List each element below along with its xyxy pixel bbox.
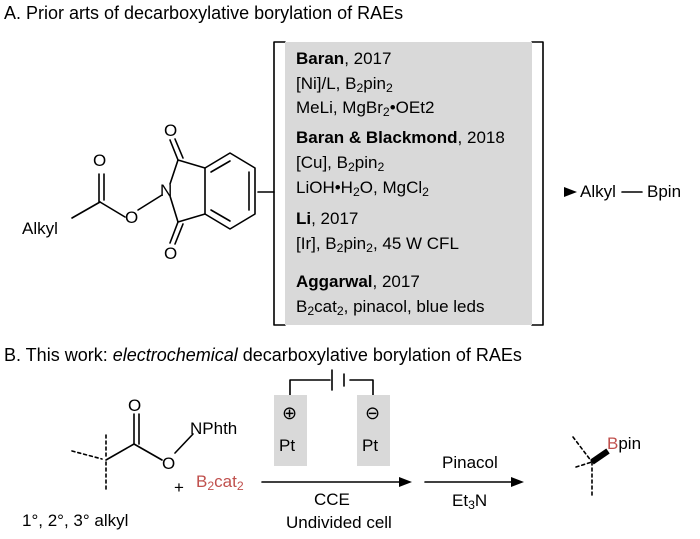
arrowhead-b2 [511,477,524,487]
bond-bottom-ring [177,213,206,223]
bond-oxygen-nitrogen [137,194,163,211]
benzo-double-3 [210,209,231,222]
entry-li-line1: [Ir], B2pin2, 45 W CFL [296,234,459,256]
benzo-ring [204,152,256,230]
bond-o-n [174,433,194,454]
entry-author: Baran [296,49,345,68]
bond-ester-o [133,443,163,461]
entry-baran-blackmond-line1: [Cu], B2pin2 [296,153,385,175]
nphth-label: NPhth [190,419,238,438]
bond-top-ring [177,159,206,169]
arrowhead-b1 [399,477,412,487]
product-alkyl-label: Alkyl [580,182,616,201]
bond-carbonyl-oxygen [99,201,126,218]
anode-pt-label: Pt [279,436,296,455]
bond-quat-carbonyl [105,443,135,461]
anode-box [274,395,307,466]
entry-year: , 2017 [344,49,392,68]
bond-imide-bottom-co-2 [174,223,184,245]
ester-o-label: O [125,208,139,227]
product-b-dash-1 [572,436,593,463]
cond-undivided-cell: Undivided cell [286,513,392,532]
wire-left [289,379,331,396]
conditions-panel [285,42,532,325]
entry-li-header: Li, 2017 [296,209,359,228]
plus-sign: + [174,478,184,497]
wire-right [349,379,374,396]
bond-imide-top-co-2 [174,138,184,159]
product-bpin-label: Bpin [647,182,682,201]
product-b-bpin: Bpin [607,434,642,453]
tbu-dash-1 [71,450,103,460]
step2-et3n: Et3N [452,491,488,513]
section-a-heading: A. Prior arts of decarboxylative borylat… [4,3,404,23]
cond-cce: CCE [314,490,350,509]
anode-plus-icon: ⊕ [282,403,298,423]
cathode-pt-label: Pt [362,436,379,455]
cathode-box [357,395,390,466]
b2cat2-reagent: B2cat2 [196,472,244,494]
entry-baran-blackmond-header: Baran & Blackmond, 2018 [296,128,505,147]
benzo-double-1 [210,160,231,173]
bracket-right [531,41,544,326]
entry-baran-2017-line1: [Ni]/L, B2pin2 [296,74,393,96]
bold-wedge [590,448,610,465]
imide-n-label: N [160,181,173,200]
entry-aggarwal-header: Aggarwal, 2017 [296,272,420,291]
pivalate-ester-o: O [162,454,176,473]
step2-pinacol: Pinacol [442,453,498,472]
bracket-left [273,41,286,326]
pivalate-carbonyl-o: O [128,396,142,415]
imide-o-bottom-label: O [164,244,178,263]
substrate-scope-label: 1°, 2°, 3° alkyl [22,511,129,530]
carbonyl-o-label: O [93,151,107,170]
imide-o-top-label: O [164,121,178,140]
bond-imide-top-co [169,139,179,161]
cathode-minus-icon: ⊖ [365,403,381,423]
entry-baran-2017-header: Baran, 2017 [296,50,391,67]
bond-imide-bottom-co [169,221,179,244]
bond-alkyl-carbonyl [71,201,101,219]
arrowhead-a [564,187,577,197]
entry-aggarwal-line1: B2cat2, pinacol, blue leds [296,297,485,319]
product-b-dash-2 [575,461,593,468]
substrate-alkyl-label: Alkyl [22,219,58,238]
bond-n-carbonyl-top [169,159,179,185]
entry-baran-blackmond-line2: LiOH•H2O, MgCl2 [296,178,429,200]
section-b-heading: B. This work: electrochemical decarboxyl… [4,345,522,365]
bond-n-carbonyl-bottom [169,195,179,223]
entry-baran-2017-line2: MeLi, MgBr2•OEt2 [296,98,435,120]
